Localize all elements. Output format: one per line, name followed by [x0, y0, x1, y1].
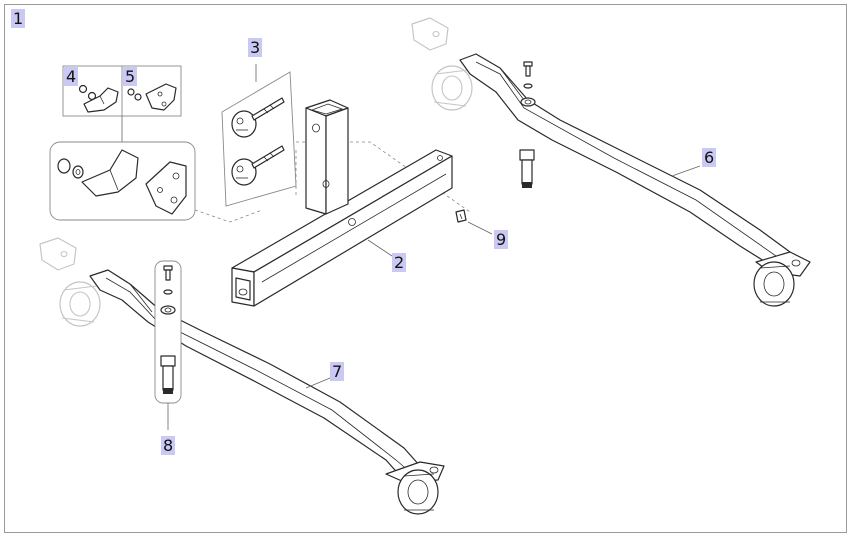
callout-6: 6: [702, 148, 717, 167]
callout-2: 2: [392, 253, 407, 272]
part-6-right-leg: [411, 17, 811, 307]
callout-7: 7: [330, 362, 345, 381]
callout-4: 4: [64, 67, 79, 86]
callout-9: 9: [494, 230, 509, 249]
diagram-frame: [4, 4, 847, 533]
callout-1: 1: [11, 9, 26, 28]
part-4-5-bracket-insets: [49, 65, 196, 221]
part-9-clip: [455, 209, 493, 235]
callout-5: 5: [123, 67, 138, 86]
part-3-bolt-set: [221, 64, 297, 207]
part-2-center-frame: [231, 99, 453, 307]
callout-3: 3: [248, 38, 263, 57]
callout-8: 8: [161, 436, 176, 455]
part-8-fastener-set: [154, 260, 182, 430]
